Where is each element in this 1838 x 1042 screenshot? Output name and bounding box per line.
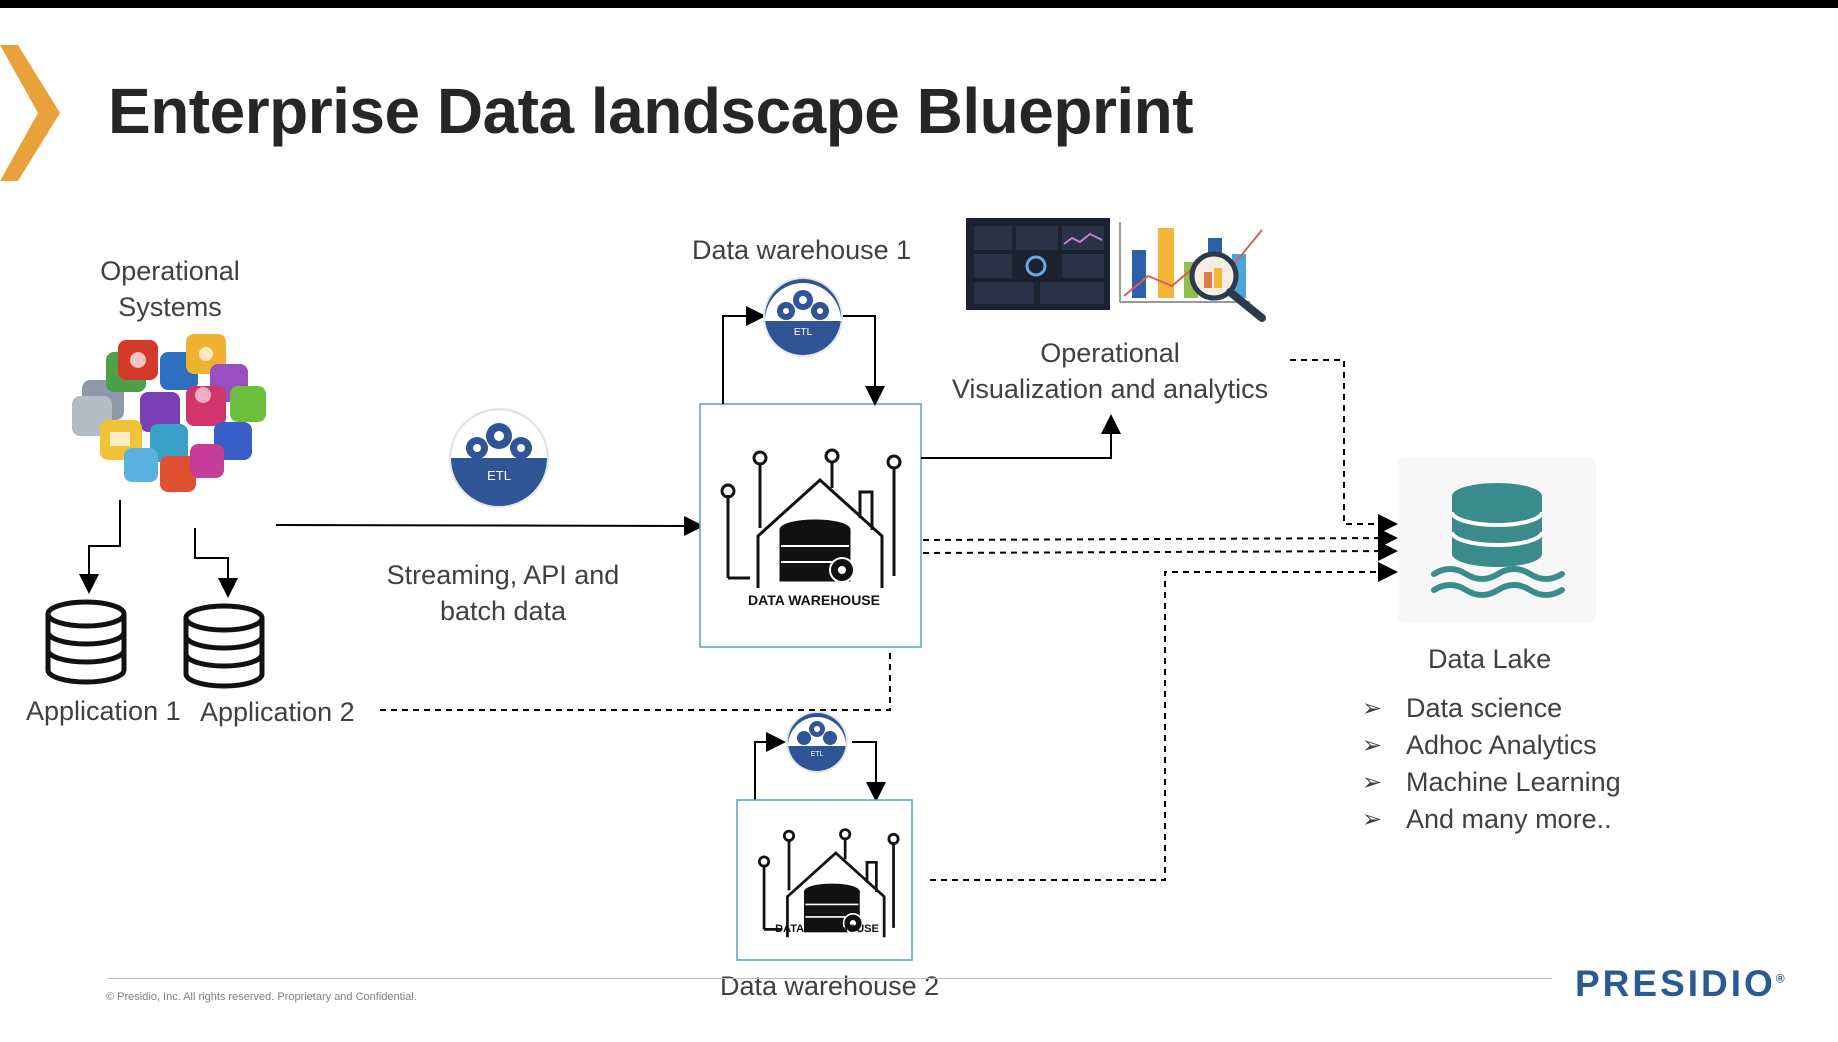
presidio-logo: PRESIDIO® (1575, 963, 1785, 1005)
list-item: ➢ Adhoc Analytics (1362, 727, 1621, 764)
operational-systems-label: Operational Systems (70, 253, 270, 325)
operational-systems-line1: Operational (100, 256, 240, 286)
etl-label: ETL (794, 327, 813, 338)
etl-gears-icon: ETL (449, 408, 549, 508)
operational-systems-line2: Systems (118, 292, 222, 322)
etl-label: ETL (811, 751, 824, 758)
list-item-text: Machine Learning (1406, 767, 1621, 797)
visualization-label: Operational Visualization and analytics (940, 335, 1280, 407)
dw2-icon-text: DATA WAREHOUSE (775, 923, 879, 935)
data-lake-icon (1398, 458, 1596, 622)
visualization-line2: Visualization and analytics (951, 374, 1269, 404)
slide-title: Enterprise Data landscape Blueprint (108, 75, 1194, 147)
etl-gears-icon: ETL (786, 711, 848, 773)
arrow-bullet-icon: ➢ (1362, 806, 1383, 833)
arrow-bullet-icon: ➢ (1362, 695, 1383, 722)
list-item-text: Data science (1406, 693, 1563, 723)
arrow-bullet-icon: ➢ (1362, 769, 1383, 796)
arrow-bullet-icon: ➢ (1362, 732, 1383, 759)
streaming-line1: Streaming, API and (386, 560, 620, 590)
etl-label: ETL (487, 468, 511, 483)
dw1-icon-text: DATA WAREHOUSE (748, 592, 880, 608)
database-icon (45, 599, 127, 685)
top-bar (0, 0, 1838, 8)
chevron-accent-icon (0, 45, 60, 181)
copyright-text: © Presidio, Inc. All rights reserved. Pr… (106, 991, 417, 1003)
data-lake-uses-list: ➢ Data science ➢ Adhoc Analytics ➢ Machine … (1362, 690, 1621, 838)
streaming-label: Streaming, API and batch data (378, 557, 628, 629)
streaming-line2: batch data (439, 596, 567, 626)
application-2-label: Application 2 (200, 697, 355, 727)
analytics-chart-magnifier-icon (1119, 222, 1266, 322)
visualization-line1: Operational (1040, 338, 1180, 368)
data-warehouse-2-label: Data warehouse 2 (720, 971, 940, 1001)
dashboard-thumbnail-icon (966, 218, 1110, 310)
footer-divider (108, 978, 1552, 979)
logo-text: PRESIDIO (1575, 963, 1776, 1004)
list-item-text: Adhoc Analytics (1406, 730, 1597, 760)
logo-mark: ® (1775, 971, 1785, 986)
database-icon (183, 603, 265, 689)
data-lake-label: Data Lake (1428, 644, 1552, 674)
data-warehouse-1-label: Data warehouse 1 (692, 235, 912, 265)
list-item: ➢ Data science (1362, 690, 1621, 727)
list-item-text: And many more.. (1406, 804, 1612, 834)
data-warehouse-icon (757, 828, 900, 938)
list-item: ➢ Machine Learning (1362, 764, 1621, 801)
etl-gears-icon: ETL (763, 277, 843, 357)
list-item: ➢ And many more.. (1362, 801, 1621, 838)
application-1-label: Application 1 (26, 696, 181, 726)
app-icons-cluster (72, 334, 266, 492)
data-warehouse-icon (720, 448, 902, 588)
